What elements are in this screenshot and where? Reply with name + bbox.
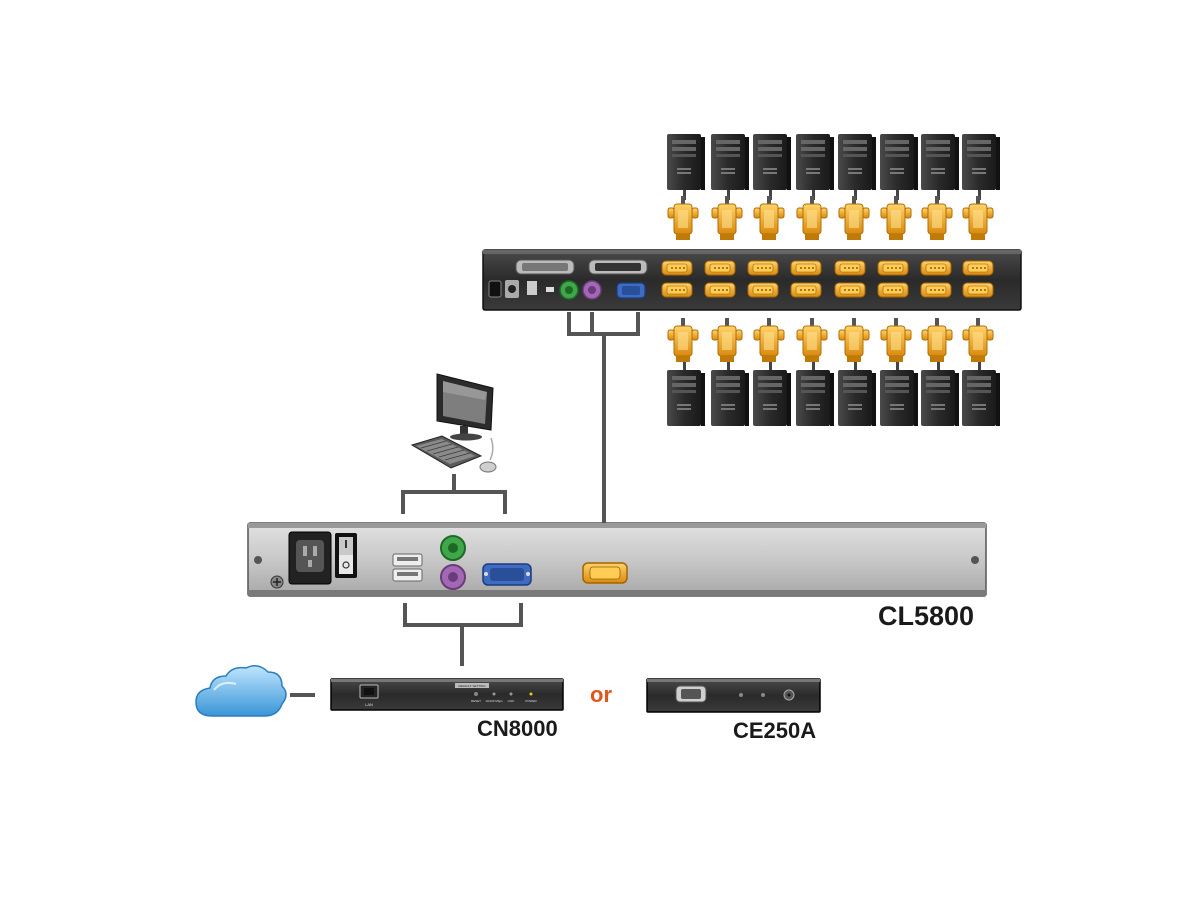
kvm-cable-icon [753,317,785,363]
tower-computer-icon [753,134,791,190]
remote-bracket [403,603,523,666]
tower-computer-icon [962,370,1000,426]
tower-computer-icon [796,370,834,426]
kvm-cable-icon [667,195,699,241]
kvm-cable-icon [921,317,953,363]
keyboard-icon [410,435,483,469]
cable-row-top [667,190,994,241]
kvm-cable-icon [711,195,743,241]
kvm-cable-icon [880,317,912,363]
kvm-cable-icon [711,317,743,363]
mouse-icon [479,437,497,473]
cloud-network-icon [195,665,287,717]
kvm-cable-icon [838,317,870,363]
cn8000-label: CN8000 [477,716,558,741]
console-bracket [401,474,507,514]
kvm-cable-icon [838,195,870,241]
kvm-cable-icon [962,195,994,241]
tower-computer-icon [880,134,918,190]
ce250a-label: CE250A [733,718,817,743]
power-label: POWER [525,699,537,703]
lan-label: LAN [365,702,373,707]
default-setting-label: DEFAULT SETTING [458,684,486,688]
or-label: or [590,682,612,707]
kvm-cable-icon [962,317,994,363]
ce250a-panel [646,678,821,713]
tower-computer-icon [711,370,749,426]
tower-computer-icon [880,370,918,426]
kvm-cable-icon [667,317,699,363]
reset-label: RESET [471,699,481,703]
tower-computer-icon [962,134,1000,190]
tower-computer-icon [838,370,876,426]
kvm-cable-icon [796,317,828,363]
kvm-switch-panel [482,249,1022,311]
tower-computer-icon [667,134,705,190]
monitor-icon [436,373,494,441]
computer-row-bottom [667,370,1000,426]
tower-computer-icon [796,134,834,190]
tower-computer-icon [667,370,705,426]
link-label: LINK [508,699,515,703]
mbps-label: 10/100 Mbps [485,699,503,703]
tower-computer-icon [711,134,749,190]
kvm-cable-icon [921,195,953,241]
kvm-cable-icon [880,195,912,241]
cl5800-label: CL5800 [878,601,975,631]
cable-row-bottom [667,317,994,372]
tower-computer-icon [921,134,959,190]
tower-computer-icon [838,134,876,190]
local-console [410,373,497,473]
kvm-cable-icon [753,195,785,241]
tower-computer-icon [921,370,959,426]
cl5800-panel [247,522,987,597]
kvm-cable-icon [796,195,828,241]
tower-computer-icon [753,370,791,426]
computer-row-top [667,134,1000,190]
cn8000-panel: LAN DEFAULT SETTING RESET 10/100 Mbps LI… [330,678,564,711]
